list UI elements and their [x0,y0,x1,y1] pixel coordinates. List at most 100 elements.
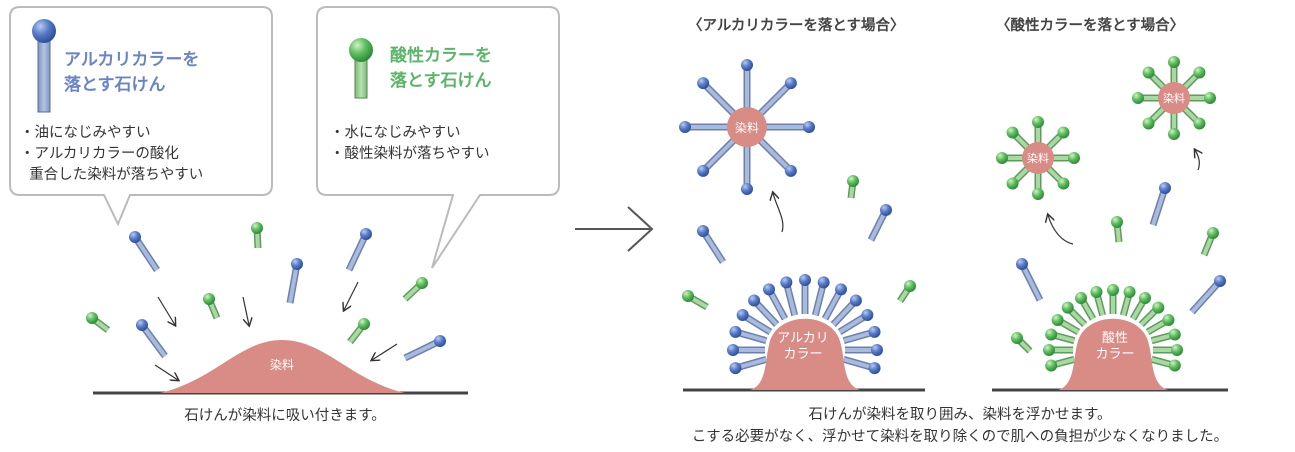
alkali-soap-molecule [845,344,883,356]
acid-soap-molecule [251,222,263,249]
alkali-soap-molecule [1149,182,1171,227]
alkali-case-heading: 〈アルカリカラーを落とす場合〉 [688,18,905,34]
acid-soap-molecule [1168,112,1180,140]
acid-soap-molecule [1006,126,1031,151]
alkali-soap-molecule [679,121,729,133]
acid-soap-molecule [1142,66,1167,91]
acid-soap-title: 酸性カラーを 落とす石けん [390,46,492,91]
alkali-color-label: アルカリ カラー [777,331,829,362]
acid-micelle-label-1: 染料 [1027,152,1049,165]
alkali-soap-molecule [1016,258,1044,302]
alkali-soap-molecule [697,77,737,117]
acid-soap-molecule [1090,286,1107,317]
alkali-soap-molecule [741,145,753,195]
acid-soap-molecule [1045,328,1076,345]
acid-soap-molecule [897,280,916,303]
alkali-soap-molecule [736,309,773,335]
alkali-soap-molecule [729,325,768,345]
acid-soap-molecule [1061,301,1088,328]
alkali-soap-molecule [1189,275,1226,315]
alkali-color-deposit [750,318,860,390]
motion-arrow-icon [372,343,398,360]
motion-arrow-icon [157,296,175,325]
motion-arrow-icon [242,296,249,325]
alkali-soap-molecule [799,274,811,314]
alkali-soap-molecule [763,283,789,321]
motion-arrow-icon [344,281,359,310]
feature-item: 重合した染料が落ちやすい [20,167,204,183]
feature-item: ・水になじみやすい [330,125,461,141]
acid-soap-icon [349,38,373,99]
alkali-soap-molecule [821,283,847,321]
acid-soap-molecule [1032,116,1044,144]
acid-soap-molecule [1181,105,1206,130]
acid-color-label: 酸性 カラー [1095,331,1135,362]
alkali-soap-molecule [757,137,797,177]
alkali-soap-molecule [757,77,797,117]
motion-arrow-icon [154,364,178,380]
alkali-soap-molecule [286,258,303,304]
alkali-soap-molecule [842,355,881,375]
acid-micelle-label-2: 染料 [1163,92,1185,105]
acid-soap-molecule [847,175,859,199]
acid-soap-molecule [402,277,428,302]
right-caption: 石けんが染料を取り囲み、染料を浮かせます。 こする必要がなく、浮かせて染料を取り… [691,407,1229,445]
feature-item: ・酸性染料が落ちやすい [330,146,490,162]
acid-soap-molecule [1075,292,1097,321]
dye-mound-label: 染料 [269,358,294,372]
alkali-soap-molecule [765,121,815,133]
alkali-soap-molecule [811,276,830,317]
alkali-soap-molecule [729,355,768,375]
acid-micelle-dye-1 [1022,142,1054,174]
acid-soap-molecule [1181,66,1206,91]
acid-soap-molecule [1132,92,1160,104]
acid-soap-molecule [1129,292,1151,321]
acid-micelle-dye-2 [1158,82,1190,114]
float-arrow-icon [1048,215,1074,245]
acid-soap-features: ・水になじみやすい ・酸性染料が落ちやすい [330,123,490,165]
acid-soap-molecule [1168,56,1180,84]
alkali-soap-molecule [748,294,780,327]
left-caption: 石けんが染料に吸い付きます。 [184,408,386,424]
acid-soap-molecule [1045,126,1070,151]
alkali-soap-molecule [780,276,799,317]
alkali-soap-molecule [403,335,446,362]
alkali-soap-molecule [867,204,892,242]
acid-soap-molecule [1006,165,1031,190]
acid-soap-molecule [1045,165,1070,190]
acid-soap-molecule [203,293,221,320]
acid-soap-molecule [1150,355,1181,372]
acid-soap-molecule [996,152,1024,164]
alkali-soap-molecule [741,59,753,109]
acid-soap-molecule [1188,92,1216,104]
acid-soap-molecule [1150,328,1181,345]
acid-soap-molecule [1111,216,1123,243]
acid-soap-molecule [86,312,111,333]
alkali-soap-molecule [697,137,737,177]
float-arrow-icon [773,193,784,233]
feature-item: ・アルカリカラーの酸化 [20,146,179,162]
alkali-soap-icon [32,19,56,113]
acid-soap-molecule [347,318,370,345]
acid-soap-molecule [1142,105,1167,130]
alkali-soap-molecule [727,344,765,356]
alkali-soap-features: ・油になじみやすい ・アルカリカラーの酸化 重合した染料が落ちやすい [20,123,203,186]
acid-soap-molecule [1138,301,1165,328]
alkali-micelle-label: 染料 [734,121,759,135]
acid-soap-molecule [1052,152,1080,164]
acid-soap-molecule [1107,284,1119,314]
alkali-soap-molecule [830,294,862,327]
acid-soap-molecule [1200,227,1219,257]
acid-soap-molecule [1043,344,1073,356]
flow-arrow-icon [575,206,654,252]
acid-speech-bubble [316,6,560,269]
acid-soap-molecule [1153,344,1183,356]
alkali-soap-molecule [136,319,168,359]
float-arrow-icon [1195,150,1199,171]
acid-case-heading: 〈酸性カラーを落とす場合〉 [996,18,1185,34]
acid-soap-molecule [1011,332,1033,354]
alkali-micelle-dye [727,107,767,147]
acid-soap-molecule [1045,355,1076,372]
alkali-speech-bubble [9,6,273,227]
